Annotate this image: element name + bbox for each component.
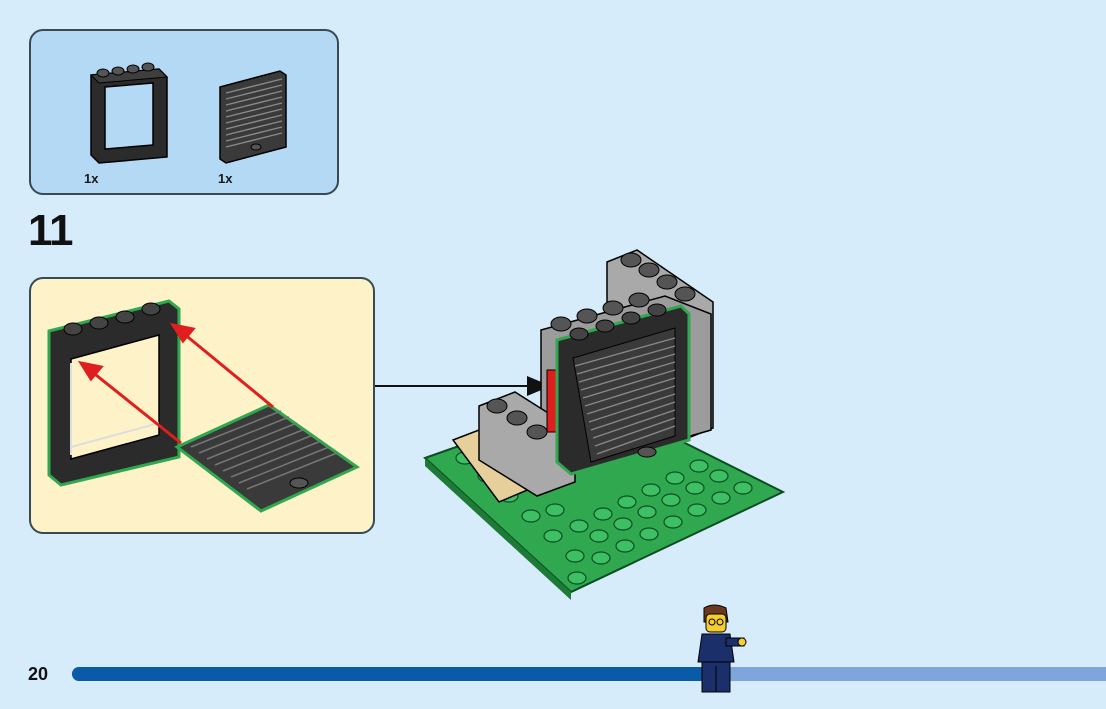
window-frame-icon [89, 62, 169, 164]
page-number: 20 [28, 664, 49, 684]
window-frame-icon [47, 299, 181, 487]
window-frame-quantity: 1x [84, 171, 99, 186]
main-model-illustration [375, 249, 786, 600]
sub-assembly-illustration [47, 299, 360, 513]
shutter-icon [219, 70, 287, 164]
window-frame-icon [555, 303, 691, 476]
progress-fill [72, 667, 708, 681]
sub-assembly-box [29, 277, 375, 534]
step-number: 11 [28, 206, 74, 255]
callout-arrow-icon [375, 376, 551, 396]
shutter-icon [174, 403, 360, 513]
shutter-quantity: 1x [218, 171, 233, 186]
progress-bar [72, 667, 1106, 681]
assembly-arrow-icon [77, 322, 274, 445]
parts-list-box: 1x 1x [29, 29, 339, 195]
minifigure-icon [697, 604, 747, 693]
